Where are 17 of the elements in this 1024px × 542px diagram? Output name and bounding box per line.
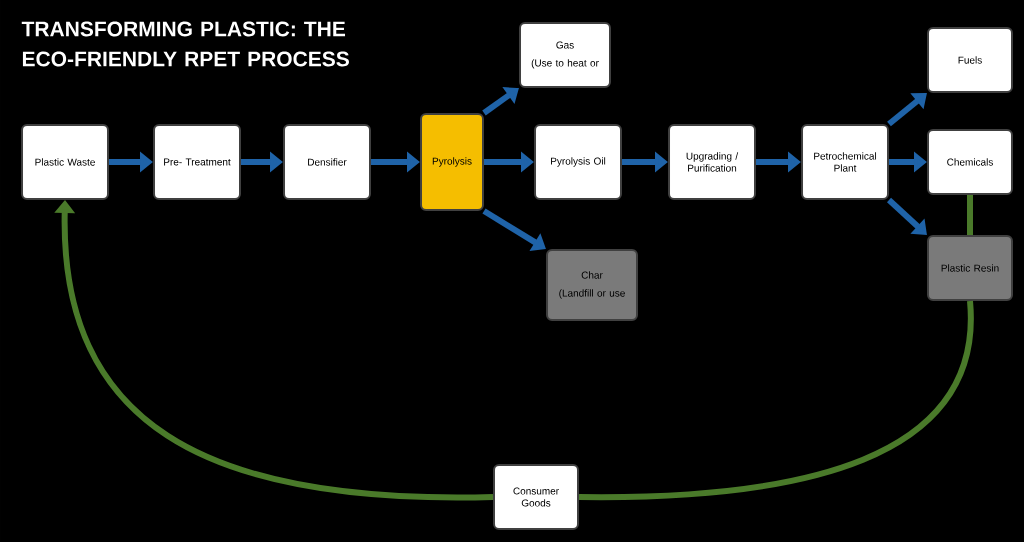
arrow xyxy=(482,87,519,116)
process-box: Plastic Waste xyxy=(21,124,109,200)
process-box: Pre- Treatment xyxy=(153,124,241,200)
process-box: Pyrolysis xyxy=(420,113,484,211)
process-box: Upgrading / Purification xyxy=(668,124,756,200)
process-box: Fuels xyxy=(927,27,1013,93)
process-box: Gas (Use to heat or xyxy=(519,22,611,88)
process-box: Consumer Goods xyxy=(493,464,579,530)
process-box: Petrochemical Plant xyxy=(801,124,889,200)
process-box: Densifier xyxy=(283,124,371,200)
arrow xyxy=(887,93,927,127)
title: TRANSFORMING PLASTIC: THE ECO-FRIENDLY RPET PROCESS xyxy=(21,21,349,67)
arrow xyxy=(887,197,927,235)
process-box: Chemicals xyxy=(927,129,1013,195)
process-box: Pyrolysis Oil xyxy=(534,124,622,200)
process-box: Char (Landfill or use xyxy=(546,249,638,321)
process-box: Plastic Resin xyxy=(927,235,1013,301)
